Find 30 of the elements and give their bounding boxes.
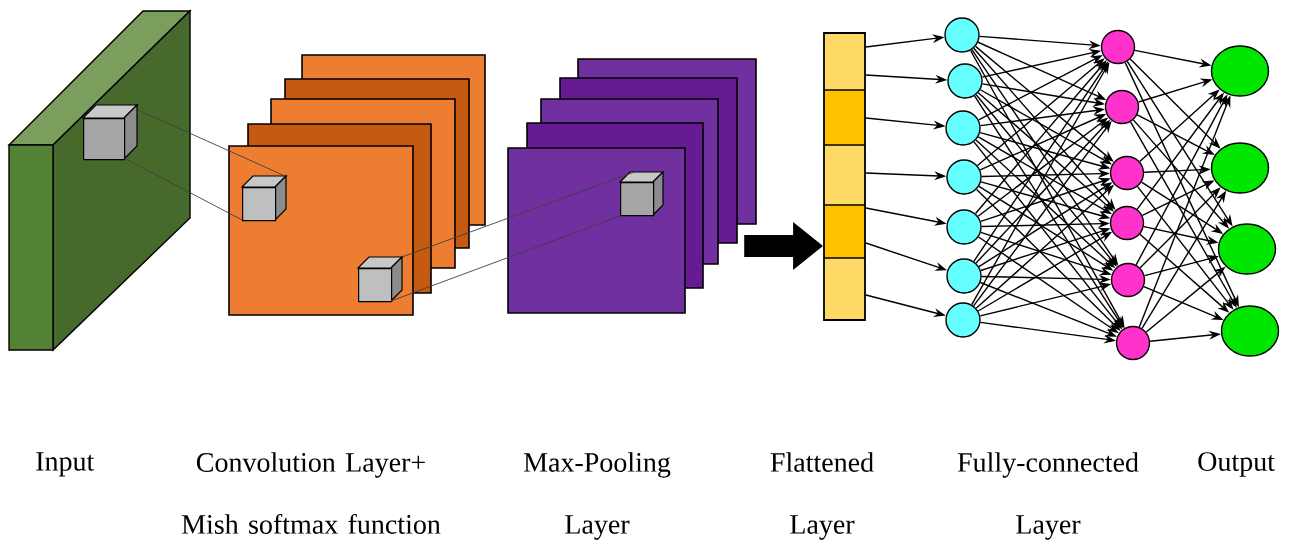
neuron-circle [1115,325,1151,361]
neuron-circle [1220,305,1280,357]
neuron-circle [946,159,982,195]
neuron-circle [947,63,983,99]
layer-label: Fully-connected Layer [957,452,1139,540]
projection-line [390,215,621,302]
neuron-circle [946,209,982,245]
neuron-circle [1110,262,1146,298]
layer-label: Output [1198,452,1275,477]
layer-label: Input [36,452,95,477]
neuron-circle [945,302,981,338]
neuron-circle [1210,45,1270,97]
neuron-circle [945,110,981,146]
layer-label: Convolution Layer+ Mish softmax function [181,452,441,534]
neuron-circle [1100,29,1136,65]
layer-label: Max-Pooling Layer [523,452,671,540]
projection-line [401,170,638,258]
neuron-circle [1109,205,1145,241]
neuron-circle [1210,142,1270,194]
flattened-vector [823,32,866,321]
neuron-circle [1217,223,1277,275]
arrow [974,60,1107,215]
neuron-circle [944,17,980,53]
neuron-circle [946,258,982,294]
layer-label: Flattened Layer [770,452,874,540]
neuron-circle [1109,155,1145,191]
arrow [976,58,1105,167]
feature-map-stack-drawing [228,54,486,316]
pooling-stack-drawing [507,58,757,314]
neuron-circle [1104,89,1140,125]
